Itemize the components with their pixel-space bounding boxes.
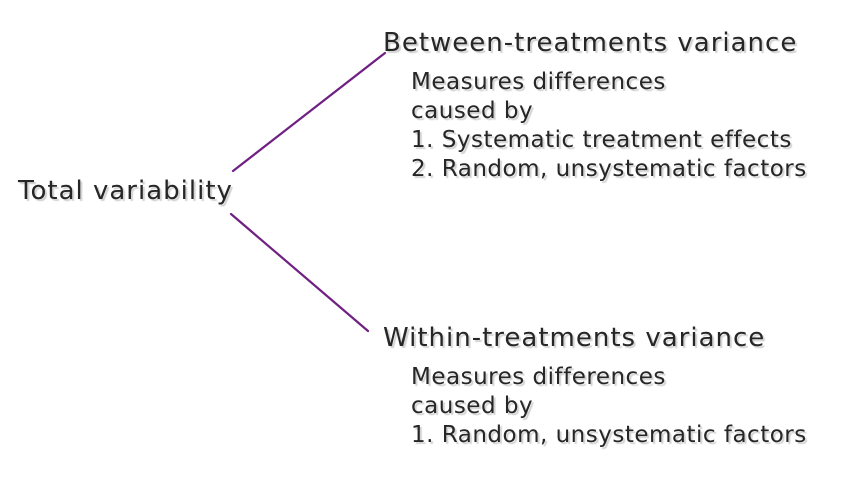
detail-line: 1. Random, unsystematic factors (411, 422, 807, 448)
connector-to-between-branch (231, 51, 387, 173)
between-treatments-branch: Between-treatments variance Measures dif… (383, 27, 807, 184)
detail-line: 1. Systematic treatment effects (411, 127, 792, 153)
detail-line: caused by (411, 98, 534, 124)
between-treatments-title: Between-treatments variance (383, 28, 798, 58)
within-treatments-title: Within-treatments variance (383, 323, 766, 353)
between-treatments-details: Measures differences caused by 1. System… (411, 68, 807, 184)
detail-line: Measures differences (411, 364, 666, 390)
within-treatments-details: Measures differences caused by 1. Random… (411, 363, 807, 450)
detail-line: 2. Random, unsystematic factors (411, 156, 807, 182)
root-node-label: Total variability (18, 176, 233, 206)
detail-line: Measures differences (411, 69, 666, 95)
within-treatments-branch: Within-treatments variance Measures diff… (383, 322, 807, 450)
connector-to-within-branch (229, 212, 370, 333)
detail-line: caused by (411, 393, 534, 419)
